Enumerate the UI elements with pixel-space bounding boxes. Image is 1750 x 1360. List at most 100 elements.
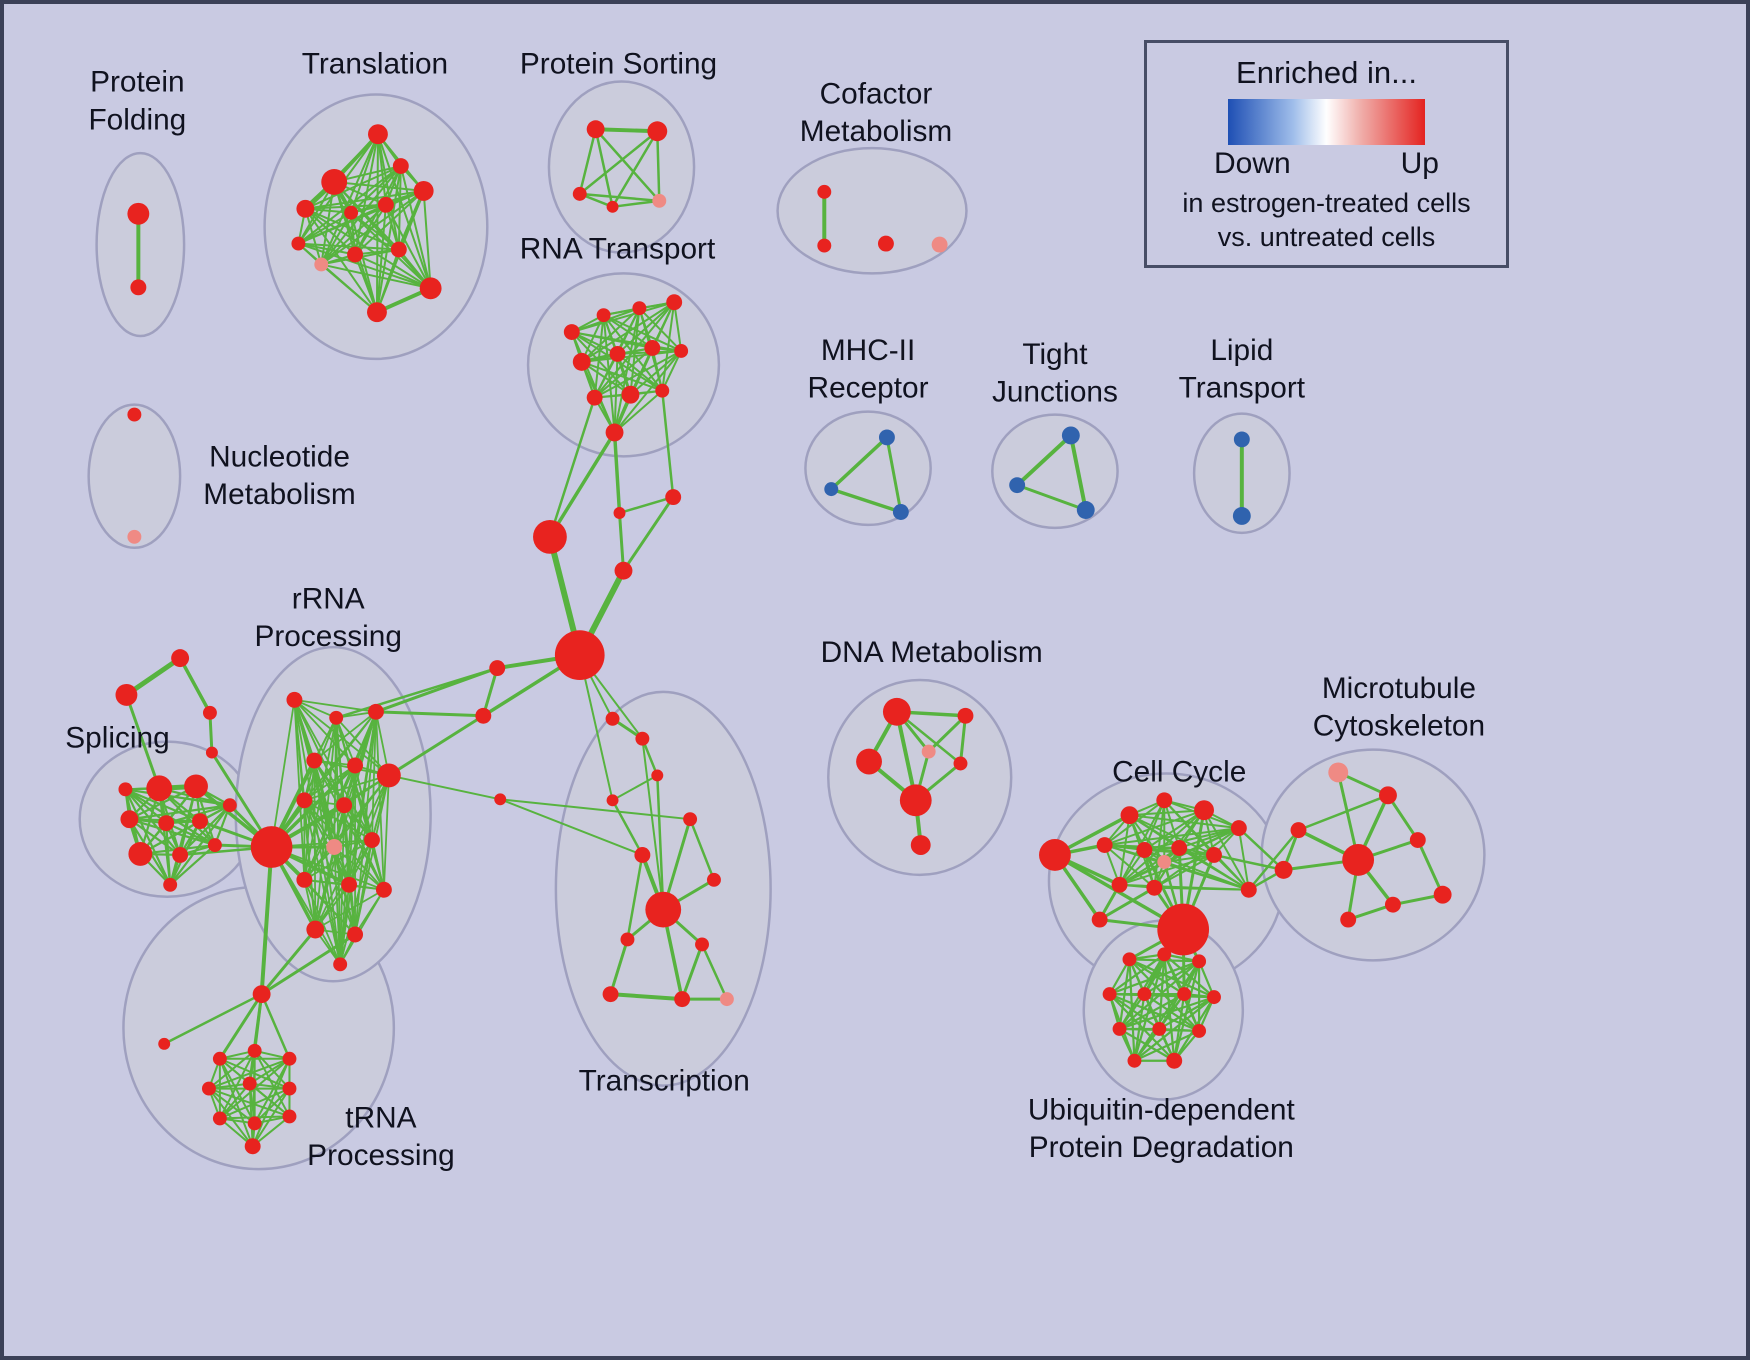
network-edge [1213, 853, 1250, 891]
network-node-rrna-processing [375, 881, 392, 898]
network-edge [260, 933, 357, 996]
network-node-translation [368, 124, 388, 145]
network-edge [374, 710, 485, 718]
cluster-label-ubiquitin-degradation: Protein Degradation [1029, 1131, 1294, 1164]
network-edge [1163, 853, 1215, 863]
network-node-rna-transport [563, 324, 580, 341]
network-node-cofactor-metabolism [877, 235, 894, 252]
network-node-trna-processing [282, 1109, 297, 1124]
network-edge [1143, 960, 1201, 996]
network-node-translation [291, 236, 306, 251]
network-edge [207, 1049, 256, 1090]
network-node-transcription [634, 847, 651, 863]
cluster-label-dna-metabolism: DNA Metabolism [821, 636, 1043, 669]
network-node-splicing-satellites [171, 649, 190, 668]
network-node-rrna-processing [347, 757, 364, 774]
network-node-rrna-processing [368, 703, 384, 720]
network-edge [548, 430, 617, 539]
network-edge [320, 263, 432, 290]
legend-subtitle-line1: in estrogen-treated cells [1182, 188, 1471, 218]
network-edge [1203, 809, 1250, 891]
network-edge [1108, 993, 1176, 1062]
network-edge [570, 301, 676, 334]
network-node-translation [347, 246, 364, 263]
network-edge [387, 714, 485, 777]
network-edge [578, 192, 661, 203]
network-node-ubiquitin-degradation [1112, 1021, 1127, 1036]
network-node-nucleotide-metabolism [127, 407, 142, 422]
network-node-cell-cycle [1274, 860, 1293, 879]
network-edge [602, 314, 616, 434]
network-node-rna-transport [655, 383, 670, 398]
network-node-splicing [118, 782, 133, 797]
network-edge [354, 253, 432, 290]
network-node-rna-transport [644, 340, 661, 356]
network-node-splicing [184, 774, 208, 799]
network-node-tight-junctions [1076, 501, 1095, 519]
network-edge [218, 992, 264, 1061]
legend-subtitle-line2: vs. untreated cells [1217, 221, 1436, 252]
network-node-connectors [494, 793, 507, 806]
layer-nodes [115, 120, 1452, 1155]
network-edge [1153, 853, 1215, 889]
network-edge [1118, 993, 1146, 1031]
network-edge [270, 846, 342, 966]
network-node-rna-transport [609, 345, 626, 362]
cluster-label-microtubule-cytoskeleton: Cytoskeleton [1313, 710, 1485, 743]
network-node-splicing [120, 810, 139, 829]
network-edge [297, 211, 353, 245]
legend-box: Enriched in... Down Up in estrogen-treat… [1144, 40, 1509, 268]
cluster-label-splicing: Splicing [65, 722, 169, 755]
network-edge [169, 804, 231, 886]
network-edge [1297, 794, 1390, 832]
network-edge [178, 656, 212, 715]
network-node-ubiquitin-degradation [1152, 1021, 1167, 1036]
network-edge [688, 817, 716, 882]
cluster-label-nucleotide-metabolism: Nucleotide [209, 440, 350, 473]
network-edge [594, 128, 659, 133]
network-edge [313, 710, 377, 762]
network-edge [611, 199, 661, 209]
network-node-rrna-processing [336, 797, 353, 814]
network-edge [680, 942, 704, 1001]
cluster-label-nucleotide-metabolism: Metabolism [203, 478, 355, 511]
legend-down-label: Down [1214, 147, 1291, 180]
network-node-connectors [613, 507, 626, 519]
network-edge [616, 301, 676, 355]
network-edge [578, 130, 659, 196]
network-node-transcription [719, 992, 734, 1007]
network-node-splicing-satellites [202, 705, 217, 720]
network-node-splicing [146, 775, 173, 802]
network-edge [1118, 993, 1186, 1031]
network-edge [165, 822, 216, 847]
network-node-tight-junctions [1009, 477, 1026, 494]
network-node-dna-metabolism [957, 707, 974, 724]
network-edge [399, 165, 432, 290]
network-edge [259, 845, 274, 997]
network-edge [570, 331, 683, 352]
network-node-mhc2-receptor [824, 482, 839, 497]
network-edge [303, 878, 342, 966]
network-node-ubiquitin-degradation [1127, 1053, 1142, 1068]
network-edge [248, 1082, 254, 1148]
network-edge [1173, 993, 1186, 1062]
network-edge [297, 165, 402, 245]
network-node-transcription [683, 812, 698, 827]
network-node-cell-cycle [1157, 903, 1210, 956]
network-edge [320, 263, 378, 314]
network-edge [594, 128, 614, 209]
legend-up-label: Up [1400, 147, 1439, 180]
network-edge [1118, 860, 1166, 886]
network-edge [1108, 993, 1201, 1033]
network-node-transcription [674, 991, 691, 1008]
network-edge [297, 189, 425, 245]
network-edge [1108, 953, 1166, 996]
network-edge [297, 242, 357, 256]
network-edge [375, 165, 402, 314]
network-edge [593, 352, 619, 399]
network-node-transcription [606, 794, 619, 807]
network-node-rrna-processing [306, 752, 323, 769]
network-edge [1178, 847, 1250, 891]
cluster-label-cofactor-metabolism: Metabolism [800, 115, 952, 148]
